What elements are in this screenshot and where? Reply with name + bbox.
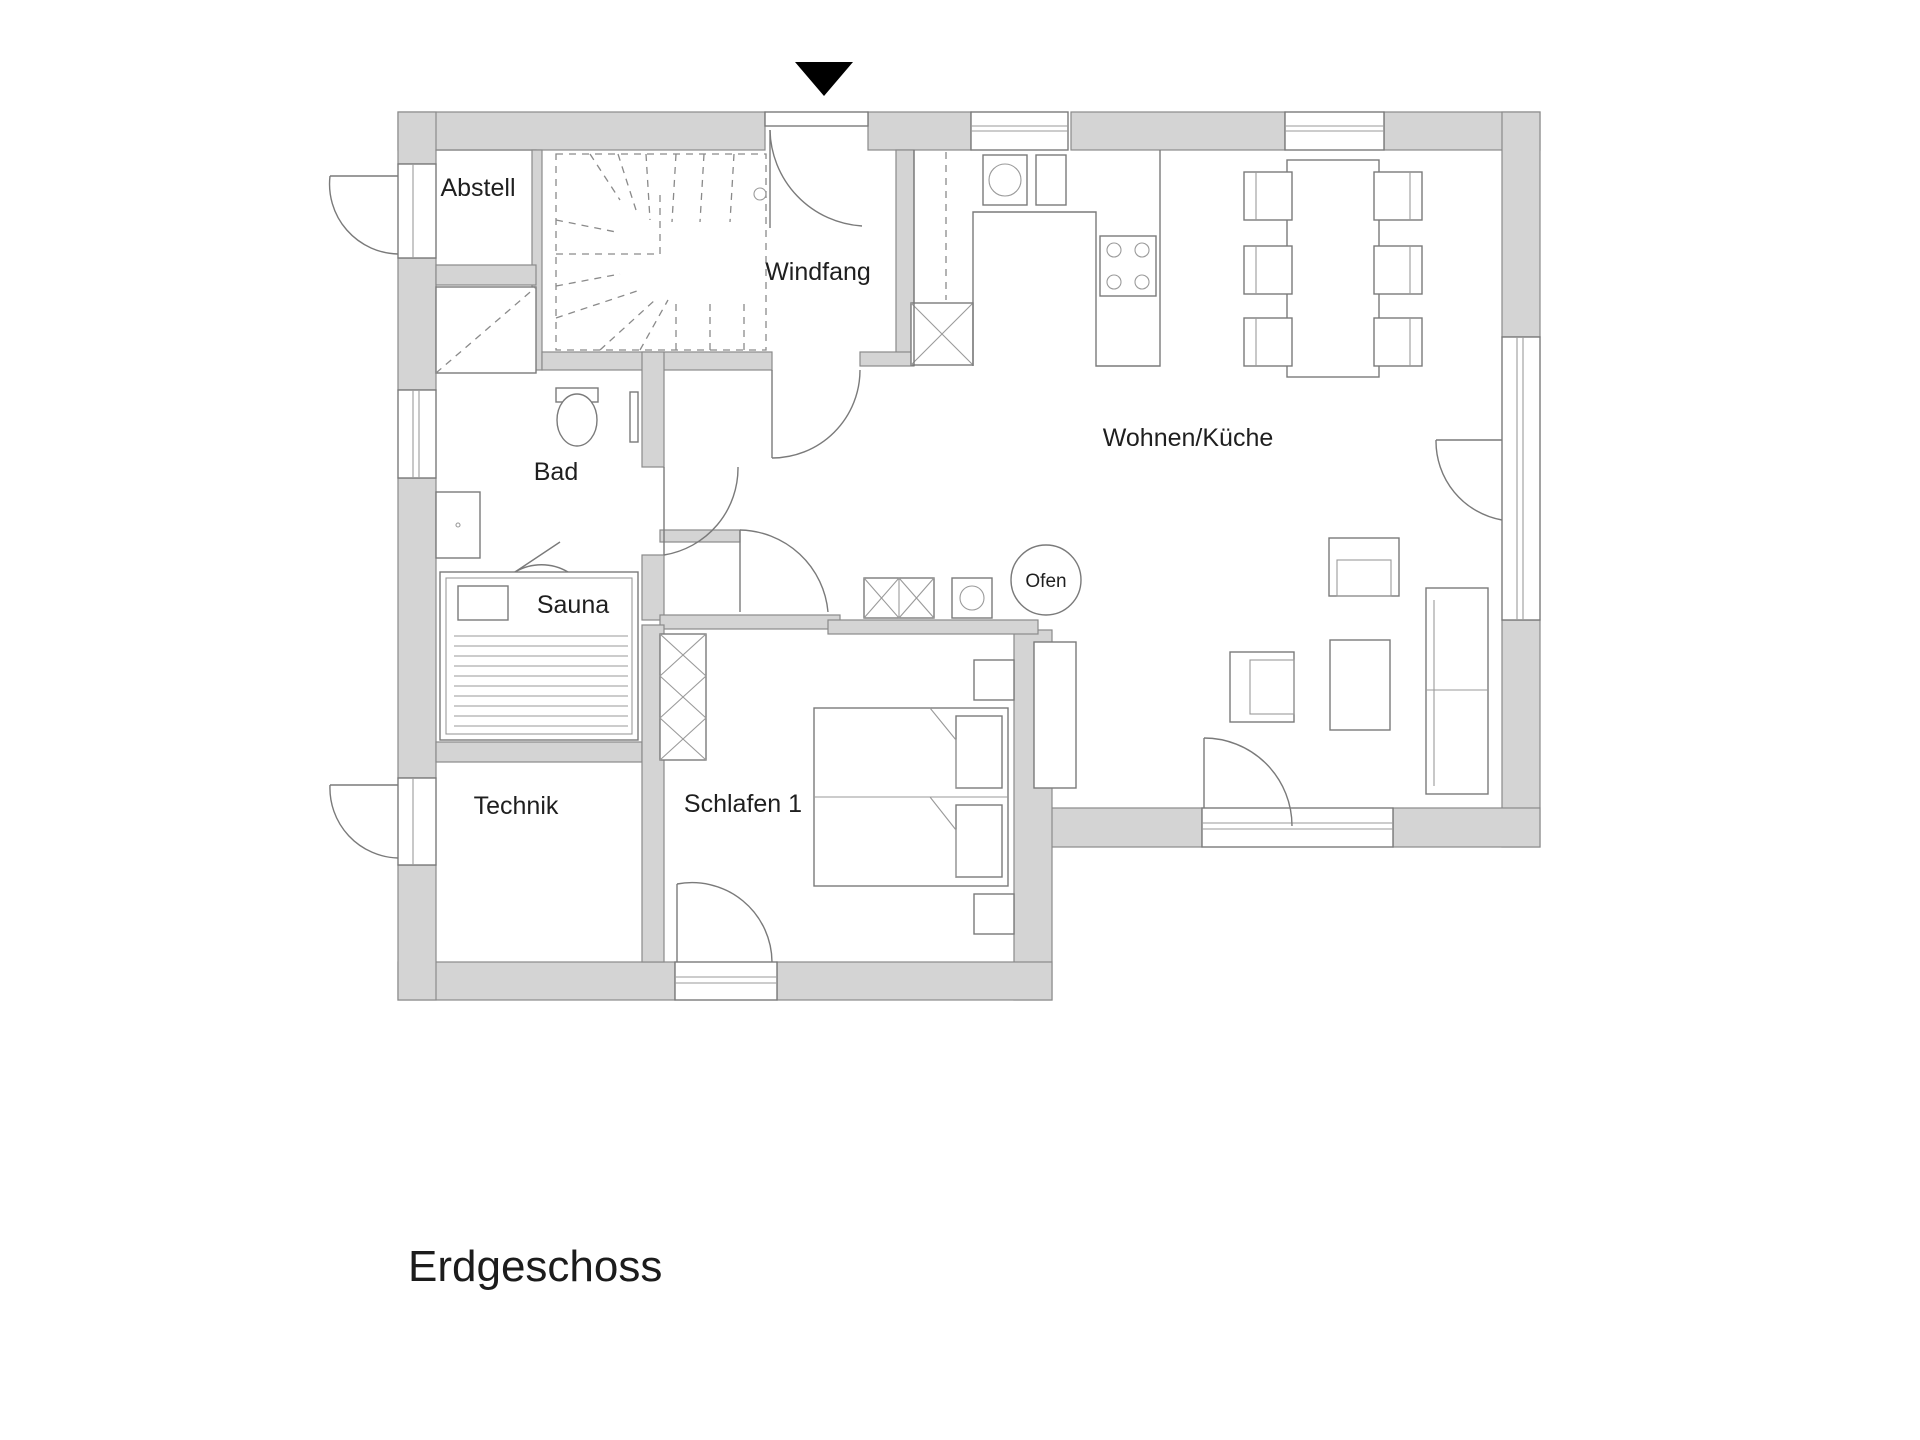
sauna-cabin: [439, 571, 639, 741]
ofen-circle: [1010, 544, 1082, 616]
room-label-schlafen-1: Schlafen 1: [684, 790, 802, 818]
room-label-sauna: Sauna: [537, 591, 609, 619]
living-furniture: [1033, 537, 1489, 795]
kitchen: [910, 150, 1161, 367]
bedroom-furniture: [659, 633, 1015, 935]
staircase: [555, 153, 767, 351]
room-label-windfang: Windfang: [765, 258, 871, 286]
room-labels: Abstell Windfang Wohnen/Küche Bad Sauna …: [440, 174, 1273, 820]
dining-table: [1243, 159, 1423, 378]
room-label-wohnen-kueche: Wohnen/Küche: [1103, 424, 1274, 452]
room-label-bad: Bad: [534, 458, 578, 486]
room-label-technik: Technik: [474, 792, 559, 820]
doors: [328, 129, 1503, 963]
floor-title: Erdgeschoss: [408, 1242, 663, 1291]
windows: [397, 111, 1541, 1001]
bathroom-fixtures: [435, 286, 639, 559]
stove-area: Ofen: [863, 544, 1082, 619]
entrance-arrow-icon: [795, 62, 853, 96]
walls: [397, 111, 1541, 1001]
room-label-abstell: Abstell: [440, 174, 515, 202]
ofen-label: Ofen: [1025, 571, 1066, 592]
